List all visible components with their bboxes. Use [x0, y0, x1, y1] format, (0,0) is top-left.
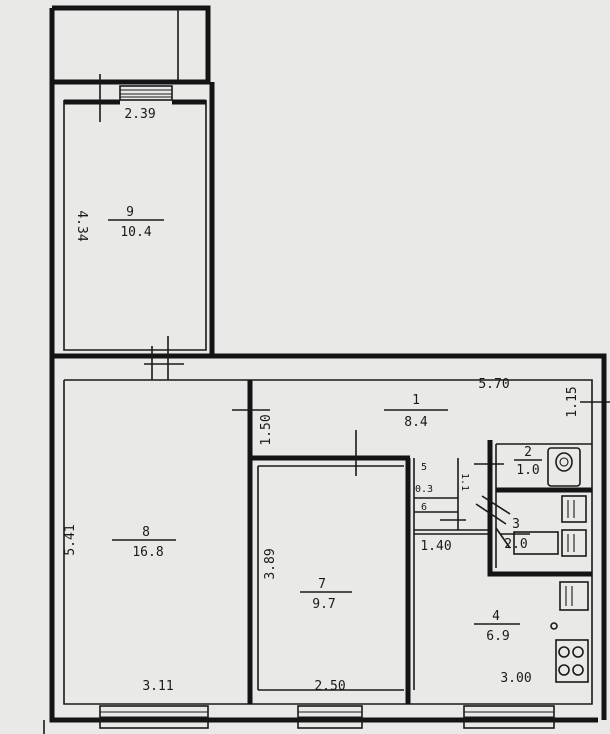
room-9-area: 10.4 — [120, 225, 151, 240]
room-1-number: 1 — [412, 393, 420, 408]
dim-room7-depth: 3.89 — [263, 548, 278, 579]
room-2-number: 2 — [524, 445, 532, 460]
dim-balcony-room-depth: 4.34 — [74, 210, 89, 241]
room-3-area: 2.0 — [504, 537, 527, 552]
dim-hall-width: 1.50 — [259, 414, 274, 445]
room-2-area: 1.0 — [516, 463, 539, 478]
room-4-number: 4 — [492, 609, 500, 624]
flat-outer-wall-top-right — [212, 353, 607, 720]
dim-kitchen-width: 3.00 — [500, 671, 531, 686]
bath-door-1 — [475, 503, 507, 525]
room-8-number: 8 — [142, 525, 150, 540]
room-1-area: 8.4 — [404, 415, 428, 430]
room-6-number: 6 — [421, 502, 427, 513]
dim-hall-length: 5.70 — [478, 377, 509, 392]
balcony-door — [119, 85, 173, 101]
toilet-bowl — [555, 452, 573, 472]
room-4-area: 6.9 — [486, 629, 509, 644]
bath-fixture — [561, 529, 587, 557]
room-9-number: 9 — [126, 205, 134, 220]
room-5-number: 5 — [421, 462, 427, 473]
dim-room8-width: 3.11 — [142, 679, 173, 694]
toilet — [547, 447, 581, 487]
room-9-walls — [49, 82, 215, 359]
balcony-outline — [49, 5, 211, 85]
dim-room8-depth: 5.41 — [63, 524, 78, 555]
bathroom-walls — [487, 440, 592, 577]
room-7-area: 9.7 — [312, 597, 335, 612]
stove-burner-1 — [558, 646, 570, 658]
flat-inner-walls — [63, 379, 593, 705]
dim-balcony-room-width: 2.39 — [124, 107, 155, 122]
stove-burner-3 — [558, 664, 570, 676]
bath-door-3 — [495, 527, 511, 549]
gas-valve — [550, 622, 558, 630]
flat-outer-wall-left-bottom — [49, 356, 598, 723]
dim-entry-width: 1.15 — [565, 386, 580, 417]
room-3-number: 3 — [512, 517, 520, 532]
room-9-inner-walls — [63, 100, 207, 351]
room-8-area: 16.8 — [132, 545, 163, 560]
bathtub — [513, 531, 559, 555]
kitchen-sink — [559, 581, 589, 611]
toilet-seat — [559, 457, 569, 467]
dim-room7-width: 2.50 — [314, 679, 345, 694]
stove — [555, 639, 589, 683]
room-7-number: 7 — [318, 577, 326, 592]
bath-door-2 — [481, 495, 511, 515]
sink — [561, 495, 587, 523]
room-5-area: 1.1 — [459, 473, 470, 491]
dim-closet-width: 1.40 — [420, 539, 451, 554]
stove-burner-2 — [572, 646, 584, 658]
room-6-area: 0.3 — [415, 484, 433, 495]
stove-burner-4 — [572, 664, 584, 676]
